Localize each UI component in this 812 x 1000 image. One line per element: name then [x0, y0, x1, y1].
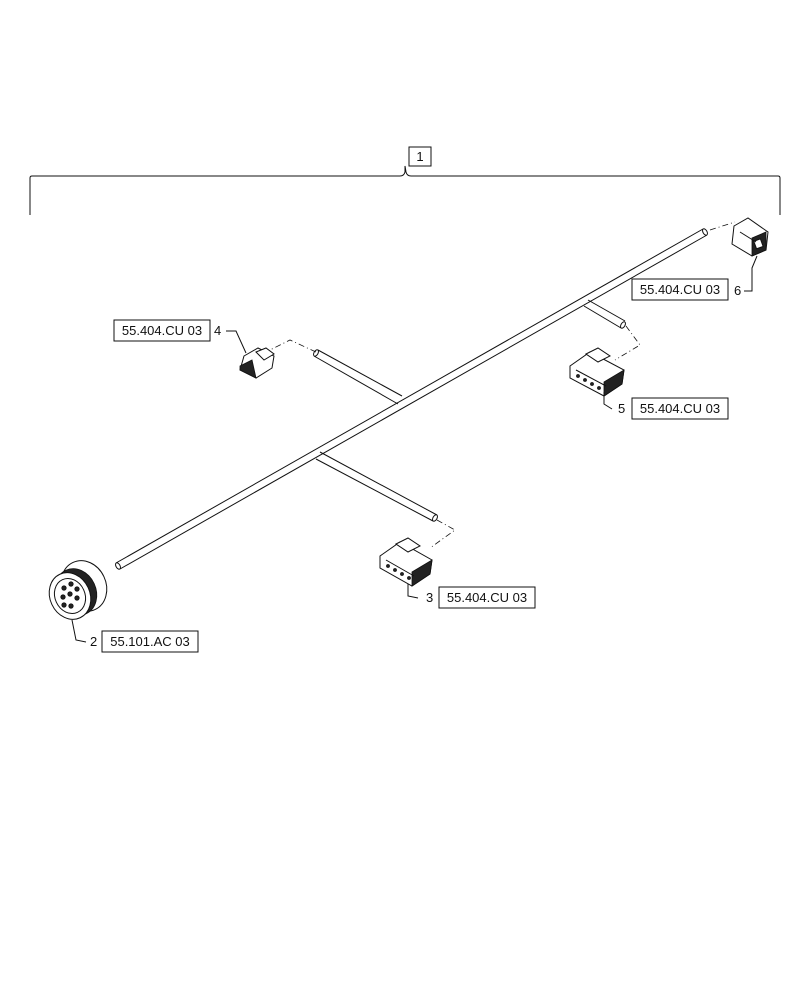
branch-5	[583, 299, 626, 329]
callout-number: 2	[90, 634, 97, 649]
callout-ref: 55.404.CU 03	[447, 590, 527, 605]
connector-2	[48, 560, 108, 620]
connector-3	[379, 537, 433, 587]
branch-3	[315, 451, 438, 522]
connector-4	[239, 347, 275, 379]
callout-2: 2 55.101.AC 03	[71, 619, 199, 653]
connector-6	[731, 217, 769, 257]
assembly-callout: 1	[416, 149, 423, 164]
callout-number: 3	[426, 590, 433, 605]
callout-ref: 55.404.CU 03	[640, 282, 720, 297]
callout-6: 6 55.404.CU 03	[631, 255, 758, 301]
connector-5	[569, 347, 625, 397]
callout-ref: 55.404.CU 03	[122, 323, 202, 338]
callout-number: 5	[618, 401, 625, 416]
callout-5: 5 55.404.CU 03	[603, 392, 729, 420]
assembly-bracket: 1	[29, 146, 781, 215]
callout-number: 4	[214, 323, 221, 338]
branch-4	[313, 349, 403, 405]
callout-ref: 55.101.AC 03	[110, 634, 190, 649]
connection-lines	[269, 221, 736, 549]
callout-3: 3 55.404.CU 03	[407, 584, 536, 609]
callout-number: 6	[734, 283, 741, 298]
callout-4: 4 55.404.CU 03	[113, 319, 247, 354]
main-trunk	[115, 228, 708, 570]
callout-ref: 55.404.CU 03	[640, 401, 720, 416]
